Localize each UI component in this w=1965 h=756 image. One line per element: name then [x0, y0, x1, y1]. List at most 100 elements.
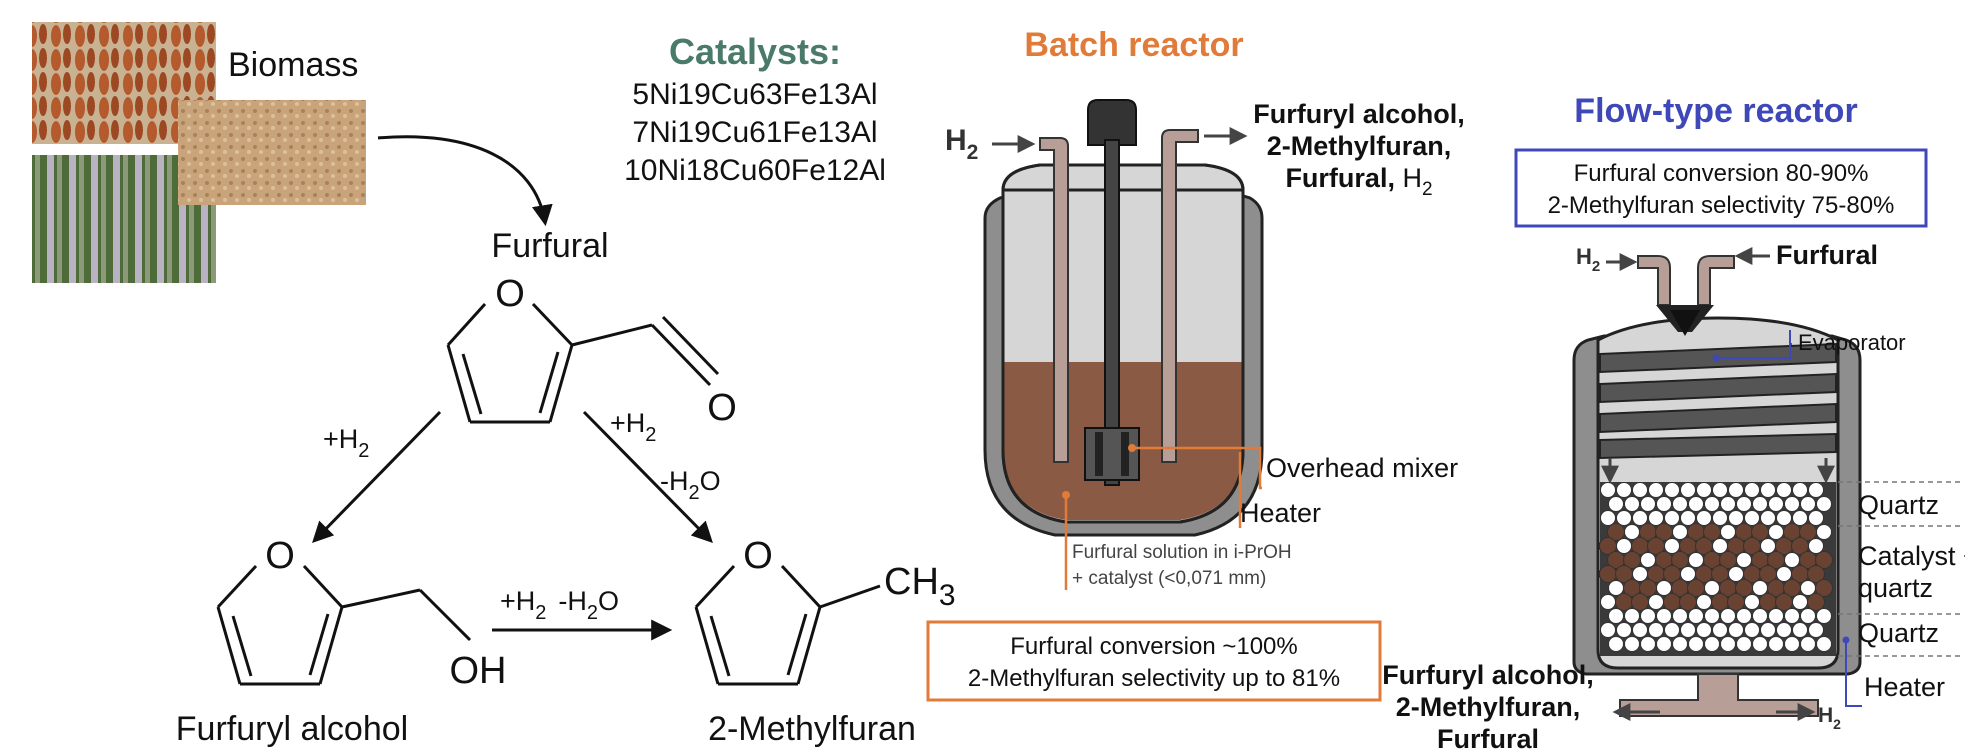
- catalyst-item: 10Ni18Cu60Fe12Al: [624, 154, 886, 187]
- catalyst-particle: [1759, 593, 1777, 611]
- batch-products-line2: 2-Methylfuran,: [1267, 131, 1452, 161]
- heater-label: Heater: [1240, 498, 1321, 528]
- quartz-particle: [1640, 608, 1656, 624]
- quartz-particle: [1632, 622, 1648, 638]
- quartz-particle: [1792, 594, 1808, 610]
- quartz-particle: [1648, 510, 1664, 526]
- catalyst-particle: [1815, 579, 1833, 597]
- overhead-mixer-label: Overhead mixer: [1266, 453, 1458, 483]
- quartz-particle: [1672, 524, 1688, 540]
- quartz-particle: [1688, 636, 1704, 652]
- catalyst-particle: [1807, 593, 1825, 611]
- quartz-particle: [1720, 496, 1736, 512]
- quartz-particle: [1648, 594, 1664, 610]
- quartz-particle: [1608, 608, 1624, 624]
- biomass-to-furfural-arrow: [377, 135, 553, 227]
- wheat-bran-image: [178, 100, 366, 205]
- quartz-particle: [1800, 636, 1816, 652]
- quartz-particle: [1768, 636, 1784, 652]
- quartz-particle: [1800, 608, 1816, 624]
- catalyst-particle: [1615, 593, 1633, 611]
- furfural-ring-oxygen: O: [495, 273, 525, 315]
- quartz-particle: [1792, 510, 1808, 526]
- quartz-particle: [1760, 482, 1776, 498]
- quartz-particle: [1752, 580, 1768, 596]
- catalyst-item: 5Ni19Cu63Fe13Al: [632, 78, 877, 111]
- quartz-particle: [1728, 482, 1744, 498]
- hydroxyl-group: OH: [450, 650, 507, 692]
- quartz-particle: [1712, 622, 1728, 638]
- quartz-particle: [1712, 538, 1728, 554]
- quartz-particle: [1768, 608, 1784, 624]
- quartz-particle: [1632, 566, 1648, 582]
- plus-h2-left: +H2: [323, 424, 369, 462]
- bed-zone-dividers: [1838, 481, 1962, 657]
- quartz-particle: [1632, 482, 1648, 498]
- quartz-particle: [1696, 622, 1712, 638]
- quartz-particle: [1680, 566, 1696, 582]
- catalysts-title: Catalysts:: [669, 31, 841, 72]
- quartz-particle: [1744, 622, 1760, 638]
- quartz-particle: [1688, 496, 1704, 512]
- quartz-particle: [1616, 538, 1632, 554]
- quartz-particle: [1696, 510, 1712, 526]
- quartz-particle: [1808, 622, 1824, 638]
- quartz-particle: [1616, 622, 1632, 638]
- mixer-leader-line: [1132, 446, 1262, 490]
- quartz-particle: [1808, 510, 1824, 526]
- batch-result-line1: Furfural conversion ~100%: [1010, 633, 1297, 660]
- quartz-particle: [1600, 622, 1616, 638]
- quartz-particle: [1752, 608, 1768, 624]
- quartz-particle: [1704, 608, 1720, 624]
- quartz-particle: [1664, 622, 1680, 638]
- quartz-particle: [1720, 524, 1736, 540]
- methylfuran-structure: [694, 564, 881, 686]
- batch-result-line2: 2-Methylfuran selectivity up to 81%: [968, 665, 1340, 692]
- flow-furfural-inlet-tube: [1697, 255, 1735, 306]
- quartz-particle: [1808, 482, 1824, 498]
- batch-reactor-title: Batch reactor: [1024, 26, 1243, 64]
- quartz-particle: [1704, 636, 1720, 652]
- batch-inlet-tube: [1039, 137, 1069, 463]
- quartz-particle: [1784, 496, 1800, 512]
- quartz-particle: [1600, 594, 1616, 610]
- quartz-particle: [1800, 496, 1816, 512]
- quartz-particle: [1640, 552, 1656, 568]
- catalyst-particle: [1807, 565, 1825, 583]
- quartz-particle: [1608, 580, 1624, 596]
- quartz-particle: [1744, 482, 1760, 498]
- quartz-particle: [1784, 552, 1800, 568]
- quartz-particle: [1656, 636, 1672, 652]
- quartz-particle: [1688, 552, 1704, 568]
- quartz-particle: [1808, 538, 1824, 554]
- quartz-particle: [1696, 594, 1712, 610]
- quartz-particle: [1768, 524, 1784, 540]
- batch-outlet-tube: [1161, 129, 1199, 463]
- quartz-particle: [1736, 636, 1752, 652]
- flow-result-line1: Furfural conversion 80-90%: [1574, 160, 1869, 187]
- quartz-particle: [1792, 622, 1808, 638]
- quartz-particle: [1760, 510, 1776, 526]
- overhead-mixer: [1084, 99, 1140, 486]
- quartz-particle: [1800, 580, 1816, 596]
- quartz-particle: [1608, 496, 1624, 512]
- furfuryl-alcohol-ring-oxygen: O: [265, 535, 295, 577]
- batch-products-line1: Furfuryl alcohol,: [1253, 99, 1465, 129]
- batch-products-line3: Furfural, H2: [1285, 163, 1432, 200]
- quartz-particle: [1624, 524, 1640, 540]
- flow-h2-out-label: H2: [1818, 704, 1841, 732]
- furfural-structure: [446, 302, 720, 424]
- flow-heater-label: Heater: [1864, 672, 1945, 702]
- catalyst-quartz-label-line2: quartz: [1858, 573, 1933, 603]
- flow-furfural-in-label: Furfural: [1776, 240, 1878, 270]
- flow-reactor-title: Flow-type reactor: [1574, 92, 1857, 130]
- quartz-particle: [1776, 482, 1792, 498]
- quartz-particle: [1744, 594, 1760, 610]
- quartz-particle: [1752, 636, 1768, 652]
- quartz-particle: [1760, 622, 1776, 638]
- quartz-particle: [1720, 608, 1736, 624]
- quartz-particle: [1640, 636, 1656, 652]
- quartz-particle: [1616, 482, 1632, 498]
- quartz-particle: [1624, 496, 1640, 512]
- quartz-particle: [1624, 608, 1640, 624]
